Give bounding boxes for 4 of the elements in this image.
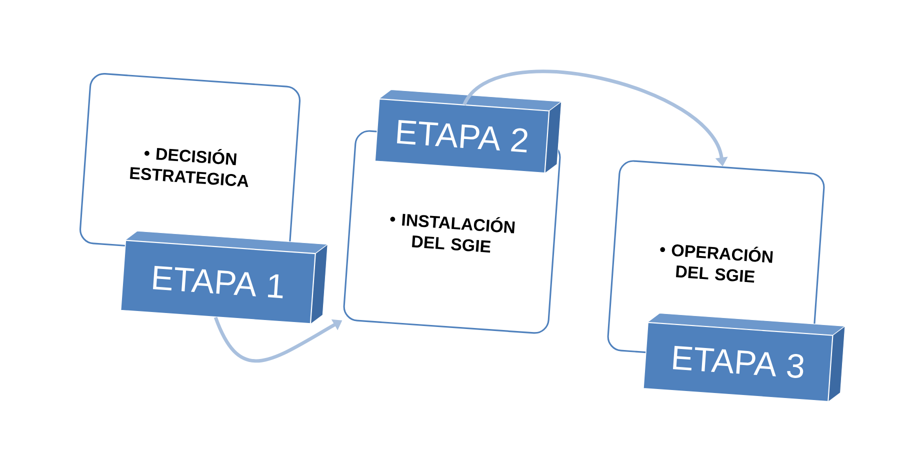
stage-tab: ETAPA 1 [120, 230, 328, 325]
stage-card: • DECISIÓN ESTRATEGICA [80, 73, 301, 257]
stage-tab: ETAPA 3 [643, 312, 846, 402]
stage-tab: ETAPA 2 [374, 89, 562, 174]
